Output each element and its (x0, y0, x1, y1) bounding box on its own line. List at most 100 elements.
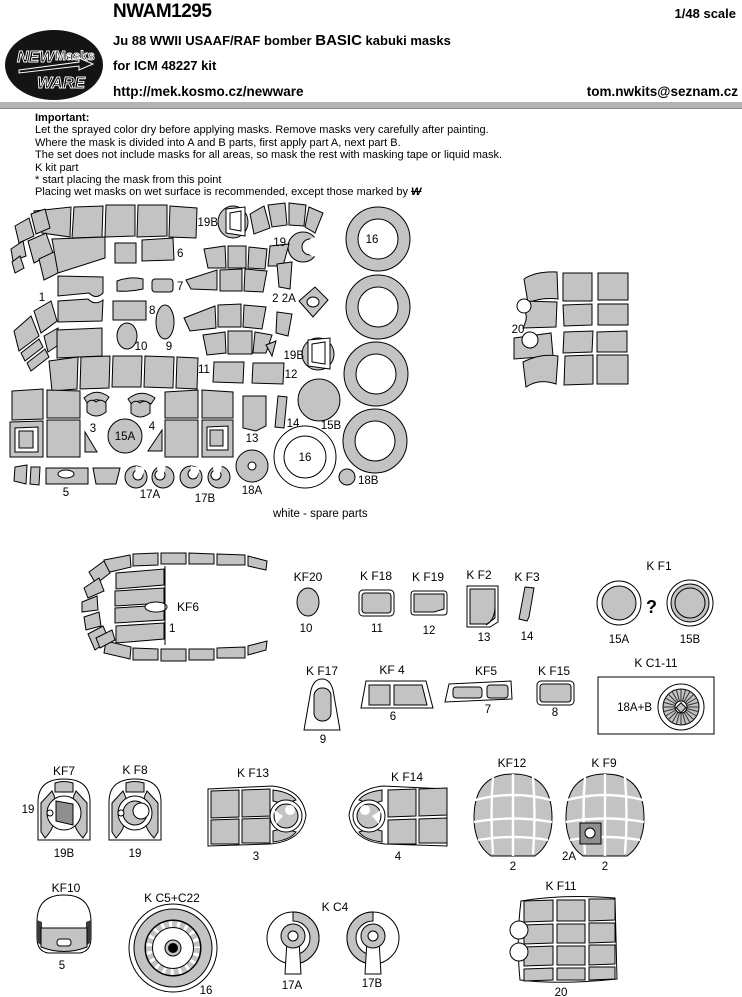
guide-kf7: KF7 19 19B (22, 764, 91, 860)
website-url[interactable]: http://mek.kosmo.cz/newware (113, 84, 304, 99)
product-code: NWAM1295 (113, 1, 212, 22)
guide-label-kf14: K F14 (391, 770, 423, 784)
guide-kf6: KF6 1 (81, 552, 268, 662)
part-label-7: 7 (177, 281, 183, 293)
guide-label-kf11: K F11 (545, 879, 576, 893)
part-label-15b: 15B (321, 420, 342, 432)
notes-heading: Important: (35, 112, 90, 124)
guide-part-kf1-b: 15B (680, 634, 701, 646)
guide-part-kf3: 14 (521, 631, 534, 643)
guide-kf2: K F2 13 (466, 568, 499, 644)
guide-part-kf2: 13 (478, 632, 491, 644)
guide-kf3: K F3 14 (514, 570, 540, 643)
guide-label-kf19: K F19 (412, 570, 444, 584)
guide-part-kc1-11: 18A+B (617, 702, 652, 714)
guide-label-kf6: KF6 (177, 600, 199, 614)
guide-part-kc4-17b: 17B (362, 978, 383, 990)
title-suffix: kabuki masks (365, 33, 451, 48)
guide-label-kf15: K F15 (538, 664, 570, 678)
newware-logo: NEW Masks WARE (3, 26, 105, 104)
guide-kf10: KF10 5 (36, 881, 92, 972)
guide-kf1: K F1 ? 15A 15B (596, 559, 714, 646)
important-notes: Important: Let the sprayed color dry bef… (35, 112, 535, 199)
guide-part-kf9-2a: 2A (562, 851, 576, 863)
product-title: Ju 88 WWII USAAF/RAF bomber BASIC kabuki… (113, 32, 451, 49)
guide-label-kf8: K F8 (122, 763, 148, 777)
spinner-ring-16 (345, 206, 411, 272)
header-divider (0, 102, 742, 109)
part-19b-mid (301, 337, 335, 371)
part-label-19b-mid: 19B (284, 350, 305, 362)
part-label-5: 5 (63, 487, 69, 499)
part-label-16-spare: 16 (299, 452, 312, 464)
note-line: Let the sprayed color dry before applyin… (35, 124, 489, 137)
guide-part-kf7-side: 19 (22, 804, 35, 816)
guide-kf4: KF 4 6 (360, 663, 434, 723)
guide-label-kf18: K F18 (360, 569, 392, 583)
no-wet-icon: W (411, 186, 422, 199)
guide-kc4: K C4 17A 17B (266, 900, 400, 992)
note-line: K kit part (35, 161, 79, 174)
note-line: The set does not include masks for all a… (35, 149, 503, 162)
guide-part-kc4-17a: 17A (282, 980, 303, 992)
part-label-14: 14 (287, 418, 300, 430)
guide-label-kf9: K F9 (591, 756, 617, 770)
part-label-8: 8 (149, 305, 155, 317)
guide-part-kc5-c22: 16 (200, 985, 213, 997)
contact-email[interactable]: tom.nwkits@seznam.cz (586, 84, 738, 99)
guide-label-kc4: K C4 (322, 900, 349, 914)
mask-sheet-main: 19B 19 16 1 6 7 8 2 2A 10 9 19B 11 12 3 … (9, 202, 411, 520)
logo-arrow-icon (18, 57, 95, 74)
guide-kf15: K F15 8 (536, 664, 575, 719)
spare-ring-16 (273, 425, 337, 489)
guide-part-kf15: 8 (552, 707, 558, 719)
guide-label-kf4: KF 4 (379, 663, 405, 677)
guide-label-kf1: K F1 (646, 559, 672, 573)
note-line: * start placing the mask from this point (35, 174, 222, 187)
note-line: Where the mask is divided into A and B p… (35, 136, 401, 149)
guide-label-kf2: K F2 (466, 568, 492, 582)
part-label-20: 20 (512, 324, 525, 336)
guide-kc5-c22: K C5+C22 16 (128, 891, 218, 997)
guide-label-kc1-11: K C1-11 (634, 656, 677, 670)
part-label-2-2a: 2 2A (272, 293, 296, 305)
guide-kf5: KF5 7 (444, 664, 513, 716)
guide-part-kf12: 2 (510, 861, 516, 873)
part-19b-top (217, 205, 249, 239)
part-label-10: 10 (135, 341, 148, 353)
part-label-4: 4 (149, 421, 156, 433)
guide-part-kf11: 20 (555, 987, 568, 997)
guide-part-kf7: 19B (54, 848, 75, 860)
part-19-crescent (287, 231, 323, 263)
guide-part-kf5: 7 (485, 704, 491, 716)
guide-label-kf3: K F3 (514, 570, 540, 584)
guide-part-kf17: 9 (320, 734, 326, 746)
guide-part-kf14: 4 (395, 851, 402, 863)
guide-kf9: K F9 2A 2 (562, 756, 645, 873)
title-grade: BASIC (315, 32, 362, 49)
guide-part-kf20: 10 (300, 623, 313, 635)
guide-label-kf17: K F17 (306, 664, 338, 678)
guide-kf8: K F8 19 (108, 763, 162, 860)
guide-kf13: K F13 3 (207, 766, 307, 863)
guide-part-kf1-a: 15A (609, 634, 630, 646)
guide-kf17: K F17 9 (303, 664, 341, 746)
guide-label-kc5-c22: K C5+C22 (144, 891, 200, 905)
part-2a-diamond (298, 286, 329, 318)
part-label-13: 13 (246, 433, 259, 445)
guide-part-kf18: 11 (371, 623, 383, 635)
guide-kf14: K F14 4 (348, 770, 448, 863)
part-label-15a: 15A (115, 431, 136, 443)
part-label-1: 1 (39, 292, 45, 304)
part-17b-discs (179, 465, 231, 489)
guide-kc1-11: K C1-11 18A+B (597, 656, 715, 735)
scale-label: 1/48 scale (674, 6, 736, 21)
part-label-18a: 18A (242, 485, 263, 497)
logo-text-ware: WARE (37, 75, 86, 92)
guide-kf11: K F11 20 (509, 879, 618, 997)
guide-label-kf13: K F13 (237, 766, 269, 780)
note-line: Placing wet masks on wet surface is reco… (35, 186, 422, 199)
part-label-18b: 18B (358, 475, 379, 487)
